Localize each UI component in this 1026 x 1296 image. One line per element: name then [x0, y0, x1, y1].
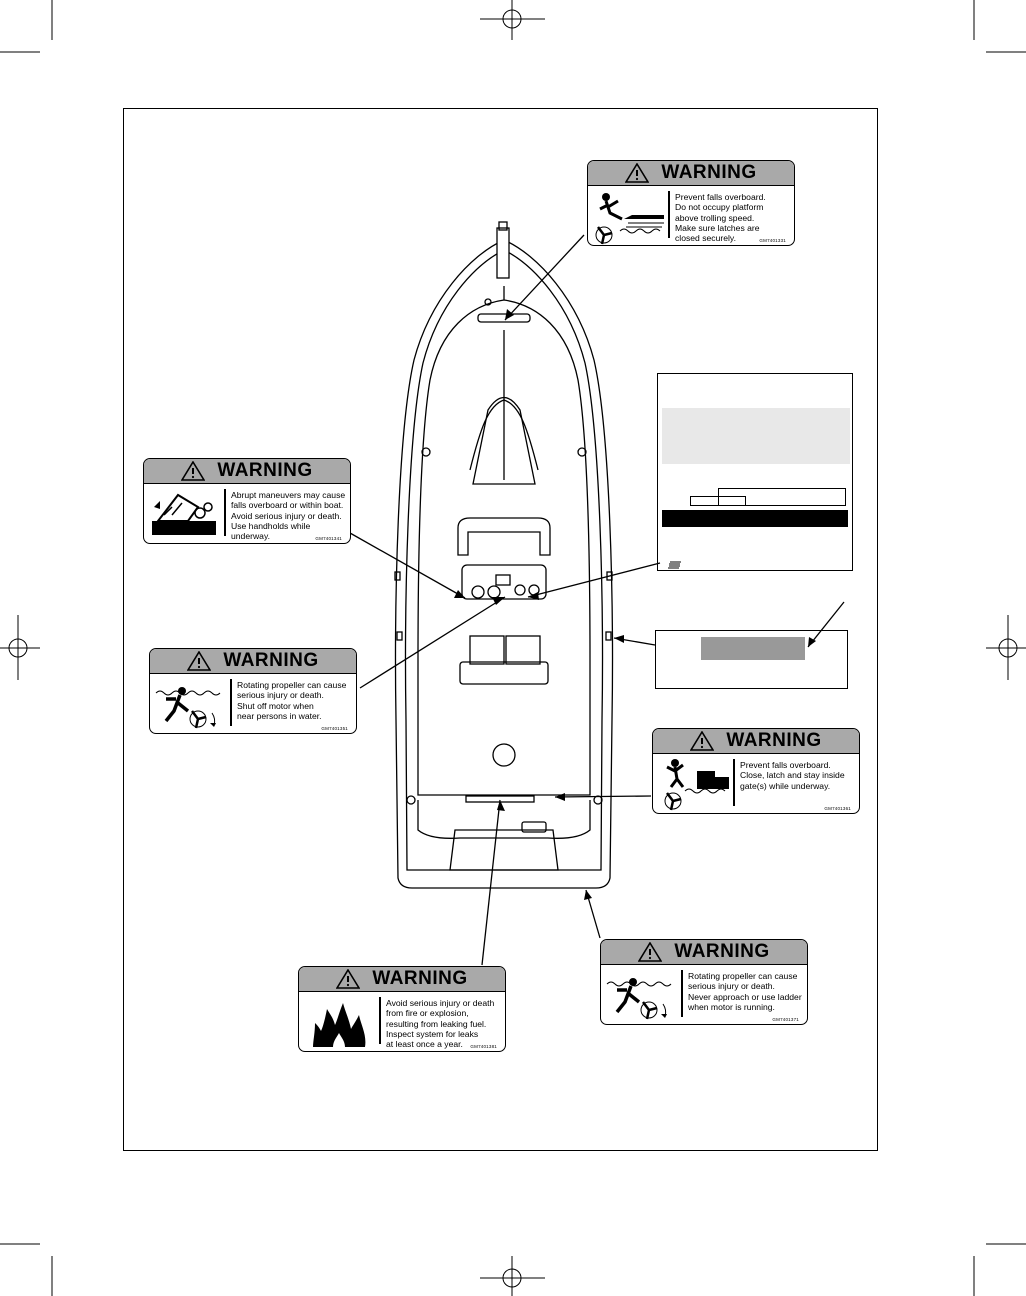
warning-header: WARNING [588, 161, 794, 186]
label-part-number: GM7401381 [470, 1044, 497, 1049]
capacity-plate-gray-panel [662, 408, 850, 464]
warning-title: WARNING [372, 968, 468, 989]
warning-label-propeller-console: WARNING Rotating propeller can cause ser… [149, 648, 357, 734]
label-divider [230, 679, 232, 726]
registration-mark-bottom [480, 1256, 545, 1296]
hin-label [655, 630, 848, 689]
warning-label-propeller-ladder: WARNING Rotating propeller can cause ser… [600, 939, 808, 1025]
label-divider [668, 191, 670, 238]
figure-frame [123, 108, 878, 1151]
warning-label-gate: WARNING Prevent falls overboard. Close, … [652, 728, 860, 814]
warning-title: WARNING [223, 650, 319, 671]
label-part-number: GM7401331 [759, 238, 786, 243]
warning-text: Avoid serious injury or death from fire … [386, 998, 495, 1050]
label-part-number: GM7401371 [772, 1017, 799, 1022]
warning-header: WARNING [144, 459, 350, 484]
warning-header: WARNING [601, 940, 807, 965]
warning-header: WARNING [150, 649, 356, 674]
hin-label-bar [701, 637, 805, 660]
warning-triangle-icon [187, 651, 212, 671]
warning-text: Prevent falls overboard. Close, latch an… [740, 760, 845, 791]
warning-title: WARNING [674, 941, 770, 962]
capacity-plate-black-bar [662, 510, 848, 527]
label-part-number: GM7401351 [321, 726, 348, 731]
registration-mark-top [480, 0, 545, 40]
warning-text: Rotating propeller can cause serious inj… [237, 680, 347, 721]
label-divider [224, 489, 226, 536]
warning-text: Rotating propeller can cause serious inj… [688, 971, 802, 1012]
warning-triangle-icon [690, 731, 715, 751]
capacity-plate-logo-icon [668, 561, 681, 569]
warning-label-maneuvers: WARNING Abrupt maneuvers may cause falls… [143, 458, 351, 544]
registration-mark-right [986, 615, 1026, 680]
label-part-number: GM7401361 [824, 806, 851, 811]
label-part-number: GM7401341 [315, 536, 342, 541]
warning-header: WARNING [653, 729, 859, 754]
warning-title: WARNING [726, 730, 822, 751]
warning-triangle-icon [336, 969, 361, 989]
warning-triangle-icon [181, 461, 206, 481]
capacity-plate-row-small [690, 496, 746, 506]
boat-top-view [394, 221, 614, 889]
warning-header: WARNING [299, 967, 505, 992]
fall-overboard-platform-icon [595, 193, 664, 245]
propeller-swimmer-icon [155, 687, 221, 729]
fall-overboard-gate-icon [664, 759, 729, 811]
label-divider [733, 759, 735, 806]
warning-text: Abrupt maneuvers may cause falls overboa… [231, 490, 346, 542]
warning-label-fuel: WARNING Avoid serious injury or death fr… [298, 966, 506, 1052]
label-divider [681, 970, 683, 1017]
warning-triangle-icon [625, 163, 650, 183]
leader-arrowheads [454, 309, 816, 900]
warning-text: Prevent falls overboard. Do not occupy p… [675, 192, 766, 244]
capacity-plate [657, 373, 853, 571]
capacity-plate-row [718, 488, 846, 506]
abrupt-maneuver-icon [152, 493, 216, 535]
warning-label-platform: WARNING Prevent falls overboard. Do not … [587, 160, 795, 246]
warning-triangle-icon [638, 942, 663, 962]
registration-mark-left [0, 615, 40, 680]
leader-lines [349, 234, 845, 966]
warning-title: WARNING [661, 162, 757, 183]
fire-flames-icon [313, 1003, 366, 1047]
label-divider [379, 997, 381, 1044]
propeller-swimmer-icon [606, 978, 672, 1020]
warning-title: WARNING [217, 460, 313, 481]
